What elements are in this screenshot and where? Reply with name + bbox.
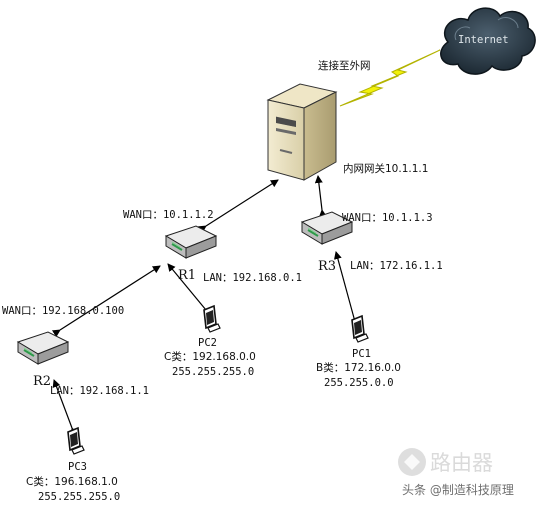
link-r2-r1 [51,265,161,338]
router-r1-icon [165,225,217,259]
link-r3-gateway [314,175,327,218]
watermark-brand: 路由器 [430,451,493,475]
pc3-icon [67,427,85,455]
pc3-mask: 255.255.255.0 [38,491,120,503]
pc3-name: PC3 [68,461,87,473]
router-r1-wan: WAN口：10.1.1.2 [123,209,214,221]
router-r3-name: R3 [318,259,336,274]
pc2-class: C类：192.168.0.0 [164,350,256,363]
pc1-icon [351,315,369,343]
link-pc2-r1 [167,263,214,318]
pc2-icon [203,305,221,333]
pc1-name: PC1 [352,348,371,360]
router-r3-wan: WAN口：10.1.1.3 [342,212,433,224]
router-r2-name: R2 [33,374,51,389]
pc2-mask: 255.255.255.0 [172,366,254,378]
router-r2-wan: WAN口：192.168.0.100 [2,305,124,317]
pc3-class: C类：196.168.1.0 [26,475,118,488]
watermark: 路由器 头条 @制造科技原理 [398,448,514,497]
pc1-mask: 255.255.0.0 [324,377,394,389]
link-pc3-r2 [52,379,79,436]
link-r1-gateway [197,179,279,234]
pc1-class: B类：172.16.0.0 [316,361,401,374]
link-pc1-r3 [333,251,360,326]
watermark-account: 头条 @制造科技原理 [402,483,514,497]
router-r2-icon [17,331,69,365]
internet-label: Internet [458,34,509,46]
router-r1-lan: LAN：192.168.0.1 [203,272,302,284]
links [51,175,360,436]
router-r2-lan: LAN：192.168.1.1 [50,385,149,397]
router-r1-name: R1 [178,268,196,283]
uplink-label: 连接至外网 [318,59,371,72]
pc2-name: PC2 [198,337,217,349]
router-r3-lan: LAN：172.16.1.1 [350,260,443,272]
lightning-icon [339,49,441,107]
internet-cloud-icon [440,7,536,75]
server-icon [266,83,338,181]
gateway-label: 内网网关10.1.1.1 [343,162,428,175]
